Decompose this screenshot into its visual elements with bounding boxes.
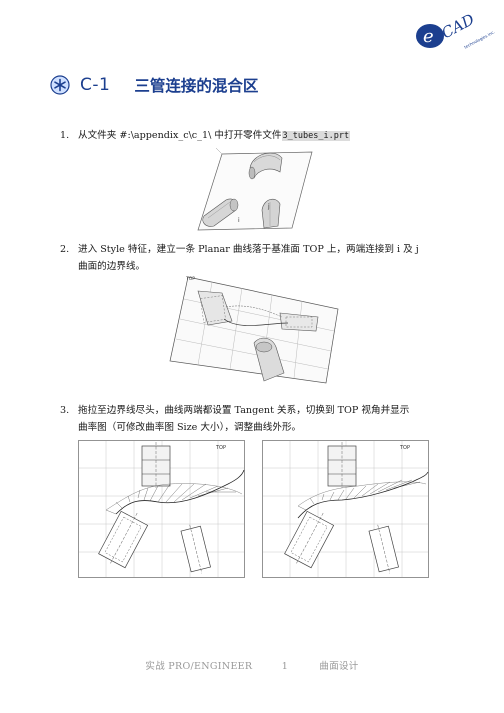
svg-text:e: e	[423, 26, 434, 47]
top-label: TOP	[399, 445, 410, 451]
figure-curvature-left: TOP	[78, 440, 245, 578]
step-text: 从文件夹 #:\appendix_c\c_1\ 中打开零件文件	[78, 130, 282, 141]
step-text-line2: 曲面的边界线。	[78, 261, 146, 272]
figure-planar-curve: TOP	[169, 276, 339, 384]
footer-book-title: 实战 PRO/ENGINEER	[145, 661, 253, 672]
step-text-line2: 曲率图（可修改曲率图 Size 大小），调整曲线外形。	[78, 422, 302, 433]
figure-curvature-right: TOP	[262, 440, 429, 578]
chapter-number: C-1	[80, 75, 111, 95]
page-footer: 实战 PRO/ENGINEER 1 曲面设计	[0, 658, 504, 672]
figure-three-tubes: i j	[197, 147, 313, 231]
page-title: 三管连接的混合区	[134, 76, 259, 95]
step-number: 3.	[60, 405, 70, 416]
section-title: C-1 三管连接的混合区	[50, 72, 258, 98]
svg-text:technologies inc.: technologies inc.	[463, 29, 495, 49]
step-text-line1: 进入 Style 特征，建立一条 Planar 曲线落于基准面 TOP 上，两端…	[78, 244, 419, 255]
step-2: 2. 进入 Style 特征，建立一条 Planar 曲线落于基准面 TOP 上，…	[60, 241, 456, 275]
label-i: i	[238, 217, 240, 224]
step-3: 3. 拖拉至边界线尽头，曲线两端都设置 Tangent 关系，切换到 TOP 视角…	[60, 402, 456, 436]
top-label: TOP	[215, 445, 226, 451]
step-number: 1.	[60, 130, 70, 141]
step-number: 2.	[60, 244, 70, 255]
svg-text:CAD: CAD	[439, 14, 478, 42]
step-text-line1: 拖拉至边界线尽头，曲线两端都设置 Tangent 关系，切换到 TOP 视角并显…	[78, 405, 410, 416]
top-label: TOP	[185, 276, 195, 282]
filename-highlight: 3_tubes_i.prt	[281, 131, 351, 141]
page-number: 1	[281, 661, 289, 672]
footer-section: 曲面设计	[319, 661, 359, 672]
ecad-logo: e CAD technologies inc.	[416, 14, 496, 50]
label-j: j	[267, 203, 270, 210]
step-1: 1. 从文件夹 #:\appendix_c\c_1\ 中打开零件文件3_tubes…	[60, 127, 456, 145]
asterisk-bullet-icon	[50, 75, 70, 95]
